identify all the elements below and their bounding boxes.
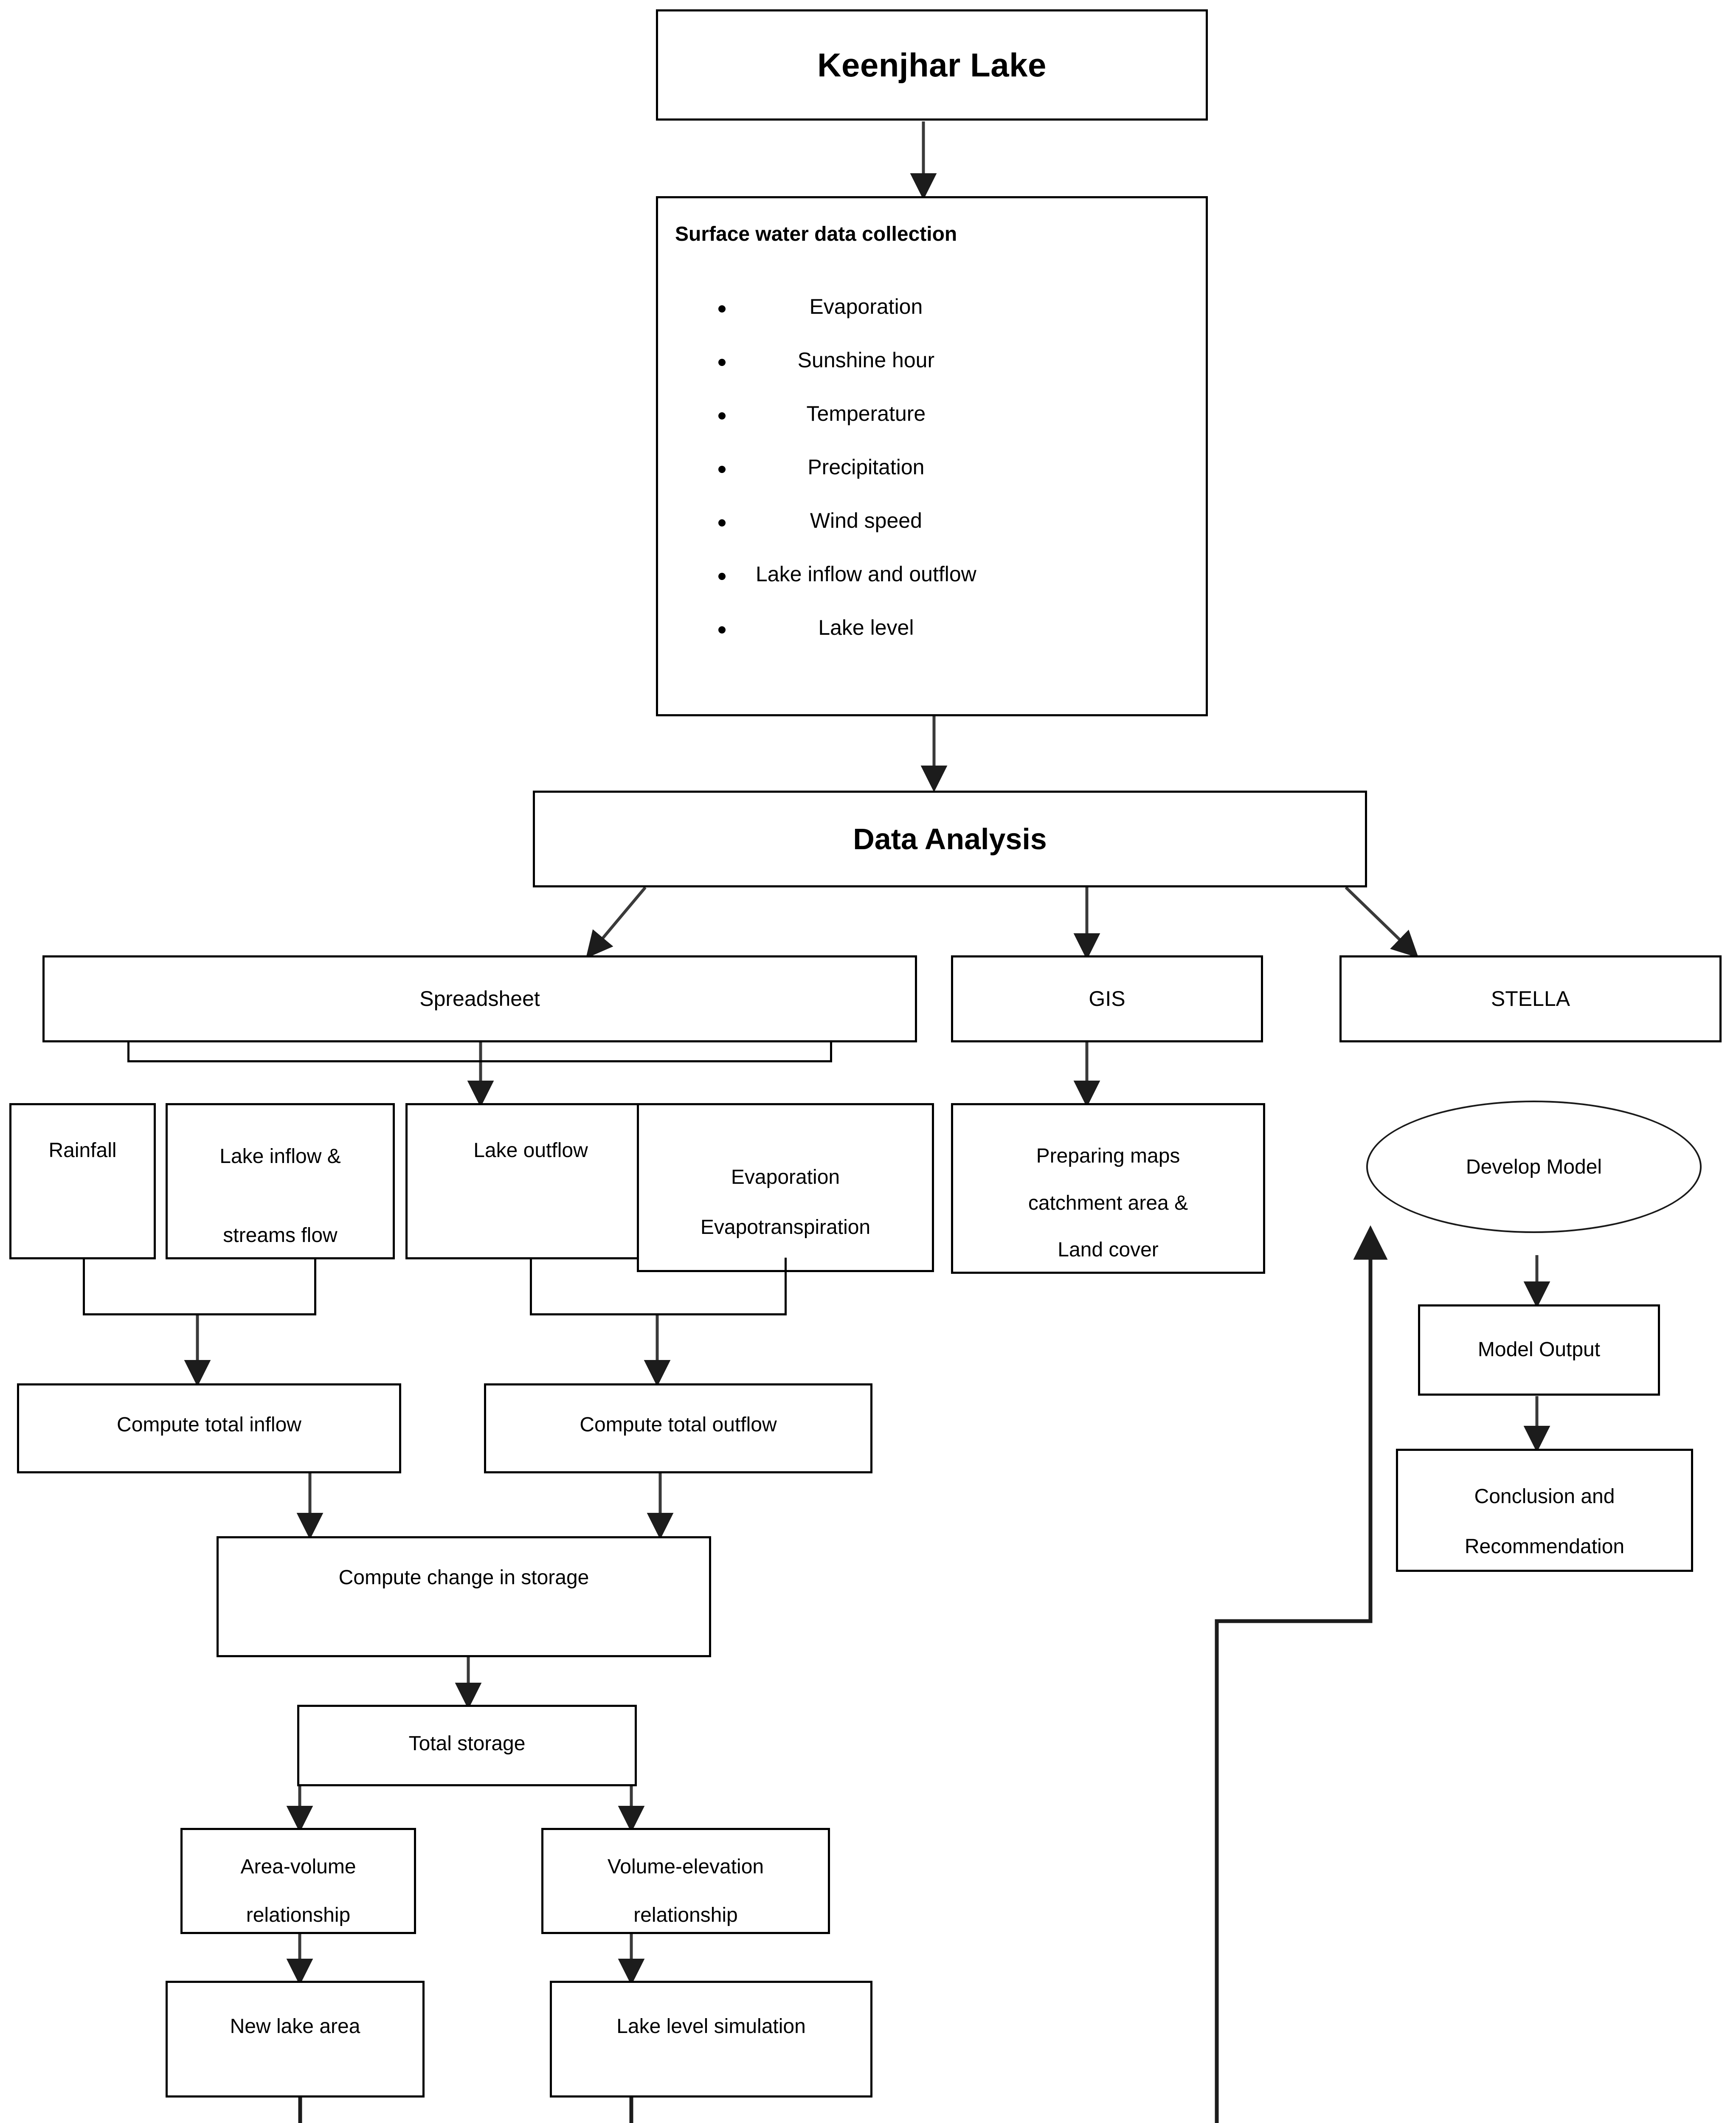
node-stella[interactable]: STELLA xyxy=(1339,955,1722,1042)
inflow-group-bracket xyxy=(83,1258,316,1315)
node-volume-elevation-relationship[interactable]: Volume-elevation relationship xyxy=(541,1828,830,1934)
node-preparing-maps[interactable]: Preparing maps catchment area & Land cov… xyxy=(951,1103,1265,1274)
node-total-storage[interactable]: Total storage xyxy=(297,1705,637,1786)
edge-analysis-to-stella xyxy=(1345,886,1419,958)
node-label-develop-model: Develop Model xyxy=(1466,1155,1602,1178)
node-rainfall[interactable]: Rainfall xyxy=(9,1103,156,1259)
node-label-gis: GIS xyxy=(1089,986,1125,1011)
node-evaporation-evapotranspiration[interactable]: Evaporation Evapotranspiration xyxy=(637,1103,934,1272)
node-label-compute-total-inflow: Compute total inflow xyxy=(117,1413,301,1436)
list-item: Evaporation xyxy=(718,296,976,317)
node-label-lake-level-simulation: Lake level simulation xyxy=(616,2015,806,2038)
node-compute-total-inflow[interactable]: Compute total inflow xyxy=(17,1383,401,1473)
node-gis[interactable]: GIS xyxy=(951,955,1263,1042)
list-item: Temperature xyxy=(718,403,976,424)
outflow-group-bracket xyxy=(530,1258,787,1315)
node-label-model-output: Model Output xyxy=(1477,1338,1601,1361)
node-label-conclusion-line2: Recommendation xyxy=(1464,1535,1625,1558)
node-label-gis-line3: Land cover xyxy=(1058,1239,1159,1261)
node-surface-water-data-collection[interactable]: Surface water data collection Evaporatio… xyxy=(656,196,1208,716)
node-label-total-storage: Total storage xyxy=(408,1732,526,1755)
list-item: Lake inflow and outflow xyxy=(718,562,976,586)
node-lake-level-simulation[interactable]: Lake level simulation xyxy=(550,1981,872,2098)
node-label-spreadsheet: Spreadsheet xyxy=(419,986,540,1011)
node-label-gis-line2: catchment area & xyxy=(1028,1191,1188,1214)
node-label-gis-line1: Preparing maps xyxy=(1036,1145,1180,1168)
node-label-conclusion-line1: Conclusion and xyxy=(1474,1485,1615,1508)
node-spreadsheet[interactable]: Spreadsheet xyxy=(42,955,917,1042)
node-keenjhar-lake[interactable]: Keenjhar Lake xyxy=(656,9,1208,121)
node-label-evaporation-line1: Evaporation xyxy=(731,1166,840,1188)
node-compute-change-in-storage[interactable]: Compute change in storage xyxy=(217,1536,711,1657)
node-model-output[interactable]: Model Output xyxy=(1418,1304,1660,1396)
node-label-compute-total-outflow: Compute total outflow xyxy=(580,1413,777,1436)
node-new-lake-area[interactable]: New lake area xyxy=(166,1981,425,2098)
node-label-stella: STELLA xyxy=(1491,986,1570,1011)
node-label-evaporation-line2: Evapotranspiration xyxy=(700,1216,871,1239)
node-label-lake-outflow: Lake outflow xyxy=(473,1139,588,1162)
node-label-rainfall: Rainfall xyxy=(48,1139,117,1162)
node-label-data-analysis: Data Analysis xyxy=(853,822,1047,856)
node-label-compute-change-storage: Compute change in storage xyxy=(338,1566,589,1589)
list-item: Wind speed xyxy=(718,510,976,531)
node-label-lake-inflow-line1: Lake inflow & xyxy=(219,1145,341,1168)
edge-analysis-to-spreadsheet xyxy=(585,886,647,959)
node-conclusion-recommendation[interactable]: Conclusion and Recommendation xyxy=(1396,1449,1693,1572)
node-label-root: Keenjhar Lake xyxy=(817,46,1047,84)
list-item: Precipitation xyxy=(718,456,976,478)
spreadsheet-group-bracket xyxy=(127,1040,832,1062)
node-lake-inflow-streams[interactable]: Lake inflow & streams flow xyxy=(166,1103,395,1259)
node-area-volume-relationship[interactable]: Area-volume relationship xyxy=(180,1828,416,1934)
node-label-volume-elevation-line1: Volume-elevation xyxy=(607,1855,764,1878)
node-data-analysis[interactable]: Data Analysis xyxy=(533,791,1367,887)
node-lake-outflow[interactable]: Lake outflow xyxy=(405,1103,656,1259)
data-collection-heading: Surface water data collection xyxy=(675,223,957,245)
node-compute-total-outflow[interactable]: Compute total outflow xyxy=(484,1383,872,1473)
node-label-lake-inflow-line2: streams flow xyxy=(223,1224,338,1247)
list-item: Sunshine hour xyxy=(718,349,976,371)
node-label-volume-elevation-line2: relationship xyxy=(633,1904,738,1926)
node-develop-model[interactable]: Develop Model xyxy=(1366,1101,1702,1233)
data-collection-list: Evaporation Sunshine hour Temperature Pr… xyxy=(675,296,976,670)
node-label-area-volume-line2: relationship xyxy=(246,1904,351,1926)
list-item: Lake level xyxy=(718,617,976,638)
node-label-new-lake-area: New lake area xyxy=(230,2015,360,2038)
node-label-area-volume-line1: Area-volume xyxy=(240,1855,356,1878)
edge-results-feedback-loop xyxy=(298,1225,1388,2123)
